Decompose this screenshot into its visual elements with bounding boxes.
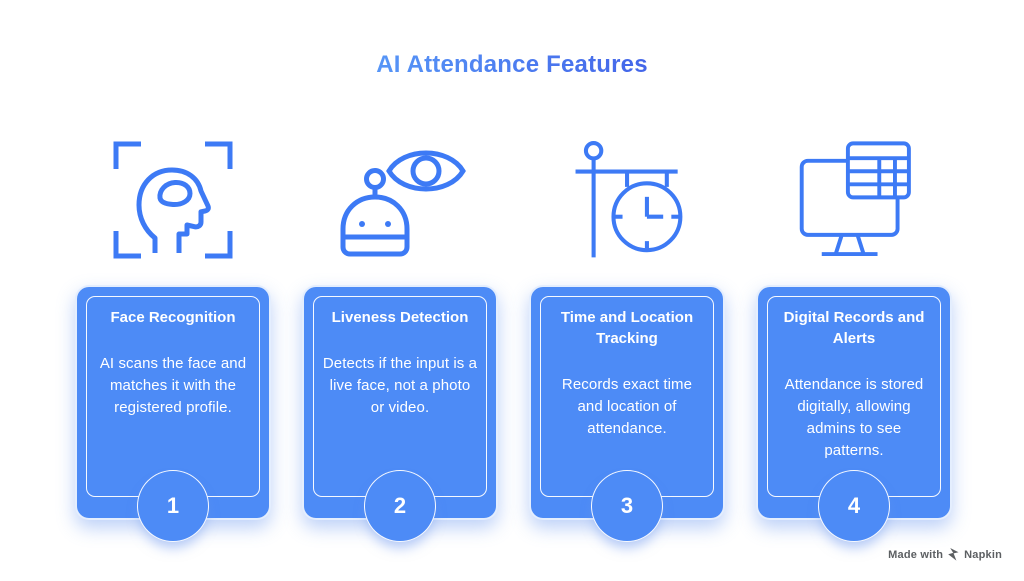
step-number-badge: 3 xyxy=(591,470,663,542)
feature-column-liveness-detection: Liveness Detection Detects if the input … xyxy=(302,140,498,542)
feature-heading: Digital Records and Alerts xyxy=(783,309,925,347)
feature-column-face-recognition: Face Recognition AI scans the face and m… xyxy=(75,140,271,542)
feature-description: Records exact time and location of atten… xyxy=(561,376,693,437)
step-number: 3 xyxy=(620,493,634,518)
feature-description: Detects if the input is a live face, not… xyxy=(322,355,478,416)
feature-card: Digital Records and Alerts Attendance is… xyxy=(756,285,952,542)
step-number-badge: 1 xyxy=(137,470,209,542)
feature-card: Time and Location Tracking Records exact… xyxy=(529,285,725,542)
liveness-detection-icon xyxy=(325,140,475,260)
digital-records-alerts-icon xyxy=(779,140,929,260)
step-number: 1 xyxy=(166,493,180,518)
feature-heading: Face Recognition xyxy=(110,309,236,326)
watermark-text: Made with xyxy=(888,548,944,561)
step-number-badge: 4 xyxy=(818,470,890,542)
watermark-brand: Napkin xyxy=(964,548,1002,561)
time-location-tracking-icon xyxy=(552,140,702,260)
features-row: Face Recognition AI scans the face and m… xyxy=(75,140,952,542)
feature-description: AI scans the face and matches it with th… xyxy=(99,355,247,416)
watermark: Made with Napkin xyxy=(888,548,1002,561)
feature-heading: Time and Location Tracking xyxy=(560,309,694,347)
feature-column-digital-records: Digital Records and Alerts Attendance is… xyxy=(756,140,952,542)
feature-heading: Liveness Detection xyxy=(331,309,469,326)
feature-description: Attendance is stored digitally, allowing… xyxy=(784,376,924,459)
page-title: AI Attendance Features xyxy=(376,51,648,78)
step-number: 4 xyxy=(847,493,861,518)
feature-column-time-location: Time and Location Tracking Records exact… xyxy=(529,140,725,542)
feature-card: Face Recognition AI scans the face and m… xyxy=(75,285,271,542)
title-container: AI Attendance Features xyxy=(0,51,1024,79)
face-recognition-icon xyxy=(98,140,248,260)
step-number-badge: 2 xyxy=(364,470,436,542)
feature-card: Liveness Detection Detects if the input … xyxy=(302,285,498,542)
napkin-logo-icon xyxy=(948,548,959,561)
step-number: 2 xyxy=(393,493,407,518)
